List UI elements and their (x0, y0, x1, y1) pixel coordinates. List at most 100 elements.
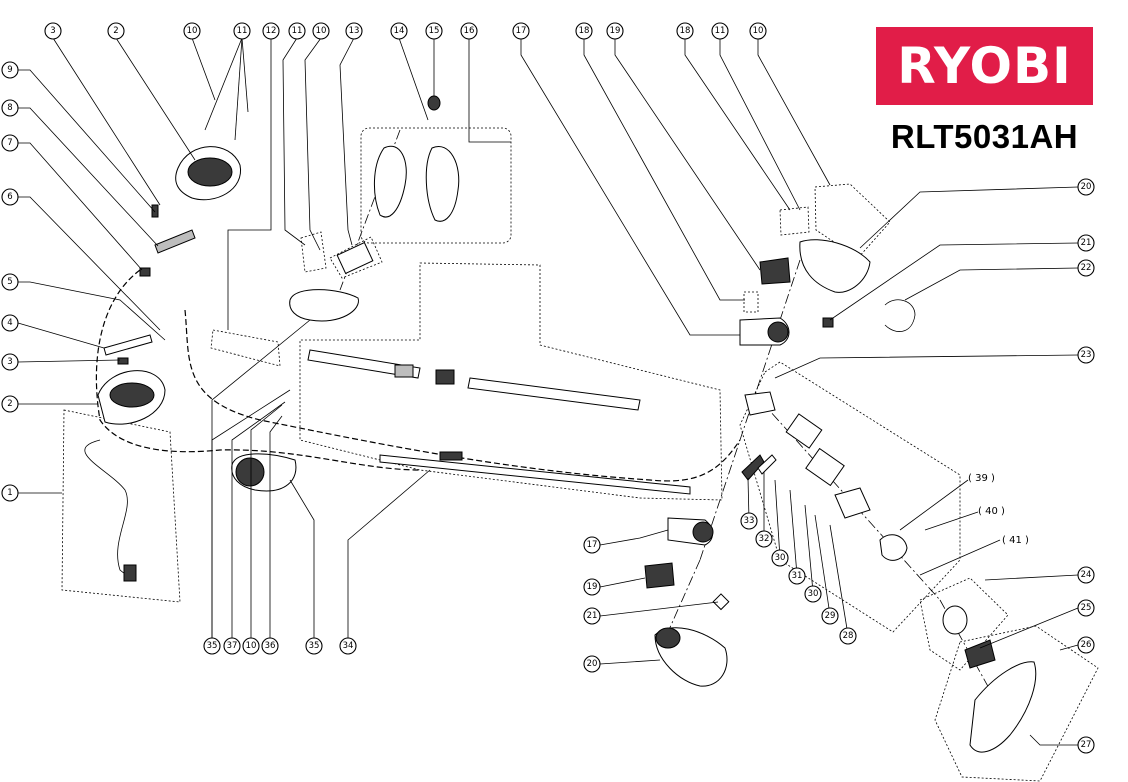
svg-text:3: 3 (7, 357, 12, 367)
svg-text:24: 24 (1081, 570, 1092, 580)
callout: 32 (755, 530, 773, 548)
callout: 18 (575, 22, 593, 40)
part-19-lower (644, 562, 675, 589)
callout: 15 (425, 22, 443, 40)
svg-text:11: 11 (237, 26, 248, 36)
plate-11-left-box (300, 231, 327, 273)
shaft-assembly-box (299, 262, 723, 501)
part-2-lower-inner (109, 382, 155, 408)
callout: 2 (1, 395, 19, 413)
part-2-top-inner (187, 157, 233, 187)
callout: 28 (839, 627, 857, 645)
callouts: 3 2 10 11 12 11 10 13 14 15 16 17 18 19 … (1, 22, 1095, 754)
svg-text:16: 16 (464, 26, 475, 36)
callout: 23 (1077, 346, 1095, 364)
brand-name: RYOBI (897, 37, 1072, 95)
part-7 (139, 267, 151, 277)
callout: 29 (821, 607, 839, 625)
svg-text:19: 19 (610, 26, 621, 36)
plug-cable (84, 439, 131, 579)
callout: 2 (107, 22, 125, 40)
svg-text:3: 3 (50, 26, 55, 36)
callout: 26 (1077, 636, 1095, 654)
part-9 (151, 204, 159, 218)
callout: 6 (1, 188, 19, 206)
callout: 30 (771, 549, 789, 567)
part-21-lower (712, 593, 730, 611)
part-39 (879, 534, 908, 561)
svg-text:26: 26 (1081, 640, 1092, 650)
callout: 10 (749, 22, 767, 40)
spool-24 (942, 605, 968, 635)
callout: 25 (1077, 599, 1095, 617)
paren-labels: ( 39 ) ( 40 ) ( 41 ) (968, 473, 1029, 546)
svg-text:35: 35 (309, 641, 320, 651)
small-part-box (743, 291, 759, 313)
svg-text:17: 17 (587, 540, 598, 550)
part-21-upper (822, 317, 834, 328)
svg-text:36: 36 (265, 641, 276, 651)
tube-34-grip (439, 451, 463, 461)
label-40: ( 40 ) (978, 506, 1005, 517)
callout: 19 (583, 578, 601, 596)
svg-text:17: 17 (516, 26, 527, 36)
switch-12-box (210, 329, 281, 367)
callout: 20 (583, 655, 601, 673)
svg-text:9: 9 (7, 65, 12, 75)
svg-text:31: 31 (792, 571, 803, 581)
callout: 8 (1, 99, 19, 117)
svg-text:30: 30 (775, 553, 786, 563)
plate-13-box (329, 236, 383, 279)
svg-text:32: 32 (759, 534, 770, 544)
handle-assembly-box (360, 127, 512, 244)
part-32 (757, 454, 777, 475)
svg-text:37: 37 (227, 641, 238, 651)
callout: 21 (1077, 234, 1095, 252)
handle-half-left (373, 145, 407, 218)
svg-text:10: 10 (316, 26, 327, 36)
svg-text:20: 20 (1081, 182, 1092, 192)
svg-text:35: 35 (207, 641, 218, 651)
svg-text:8: 8 (7, 103, 12, 113)
part-17-lower-ring (692, 521, 714, 543)
part-17-upper-ring (767, 321, 789, 343)
svg-text:25: 25 (1081, 603, 1092, 613)
shaft-connector (394, 364, 414, 378)
callout: 12 (262, 22, 280, 40)
svg-text:11: 11 (715, 26, 726, 36)
part-22-clip (884, 299, 916, 332)
svg-text:21: 21 (1081, 238, 1092, 248)
callout: 22 (1077, 259, 1095, 277)
svg-text:10: 10 (246, 641, 257, 651)
tube-34 (379, 454, 691, 495)
part-25 (964, 639, 996, 669)
plate-right-box (814, 183, 891, 259)
svg-text:12: 12 (266, 26, 277, 36)
callout: 14 (390, 22, 408, 40)
part-20-upper (799, 239, 871, 293)
model-number: RLT5031AH (890, 118, 1079, 155)
plug-cable-box (61, 409, 181, 603)
motor-end-cap (834, 487, 871, 519)
svg-text:2: 2 (7, 399, 12, 409)
leader-lines (10, 37, 1079, 746)
guard-26 (969, 661, 1037, 753)
callout: 16 (460, 22, 478, 40)
svg-text:14: 14 (394, 26, 405, 36)
part-13 (336, 241, 374, 275)
plug (123, 564, 137, 582)
callout: 33 (740, 512, 758, 530)
part-19-upper (759, 257, 791, 285)
callout: 4 (1, 314, 19, 332)
svg-text:11: 11 (292, 26, 303, 36)
svg-text:10: 10 (187, 26, 198, 36)
handle-half-right (425, 146, 460, 222)
svg-text:4: 4 (7, 318, 12, 328)
svg-text:21: 21 (587, 611, 598, 621)
label-41: ( 41 ) (1002, 535, 1029, 546)
svg-text:23: 23 (1081, 350, 1092, 360)
callout: 24 (1077, 566, 1095, 584)
svg-text:19: 19 (587, 582, 598, 592)
svg-text:27: 27 (1081, 740, 1092, 750)
svg-text:33: 33 (744, 516, 755, 526)
